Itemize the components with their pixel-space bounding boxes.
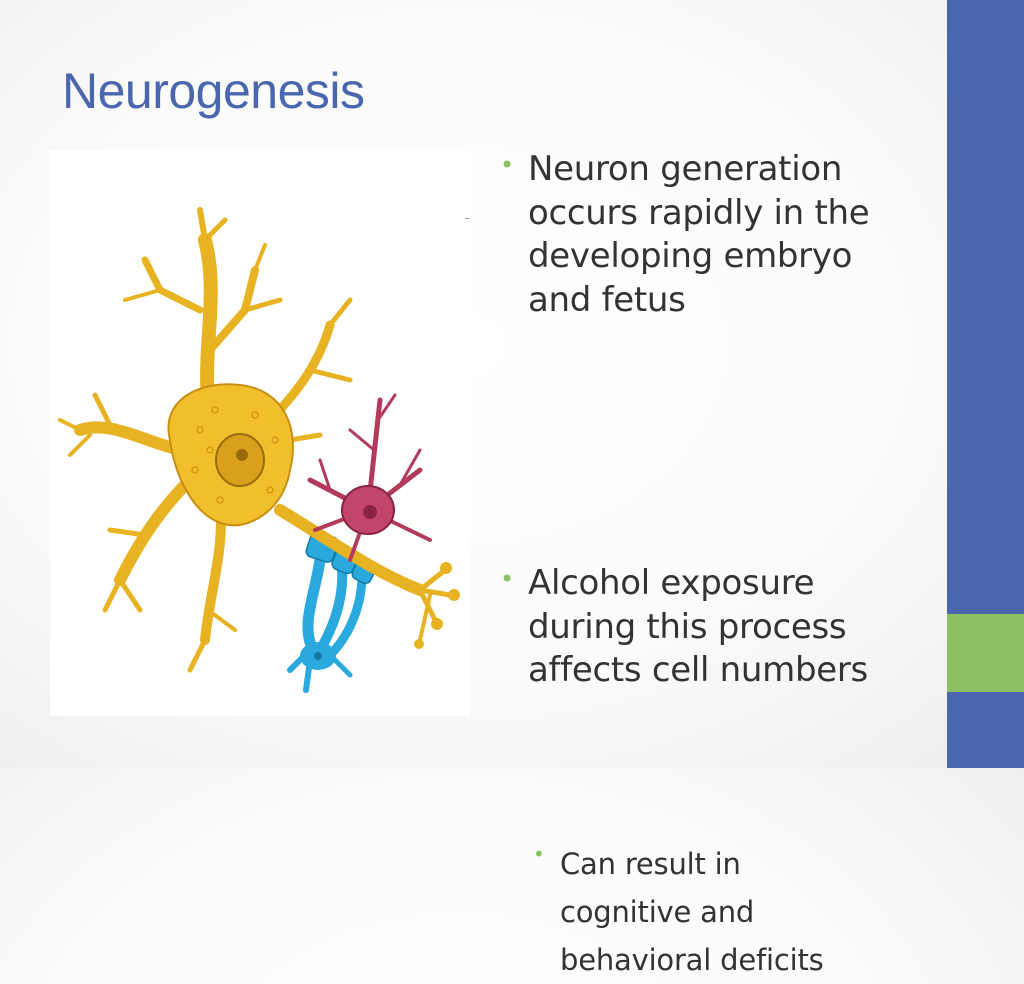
neuron-cells-icon [58, 207, 460, 693]
slide: Neurogenesis [50, 0, 1024, 977]
small-mark [465, 218, 469, 219]
bullet-text: Alcohol exposure during this process aff… [528, 563, 868, 690]
bullet-item: • Alcohol exposure during this process a… [500, 562, 958, 693]
slide-title: Neurogenesis [62, 63, 365, 119]
sub-bullet-dot-icon: • [533, 841, 545, 866]
bullet-list: • Neuron generation occurs rapidly in th… [500, 148, 930, 977]
sub-bullet-item: • Can result in cognitive and behavioral… [533, 840, 940, 984]
bullet-dot-icon: • [500, 151, 515, 179]
neuron-illustration [50, 150, 470, 716]
bullet-text: Neuron generation occurs rapidly in the … [528, 149, 870, 320]
bullet-item: • Neuron generation occurs rapidly in th… [500, 148, 958, 322]
bullet-dot-icon: • [500, 565, 515, 593]
side-accent-bar-green [947, 614, 1024, 692]
sub-bullet-text: Can result in cognitive and behavioral d… [560, 846, 824, 977]
